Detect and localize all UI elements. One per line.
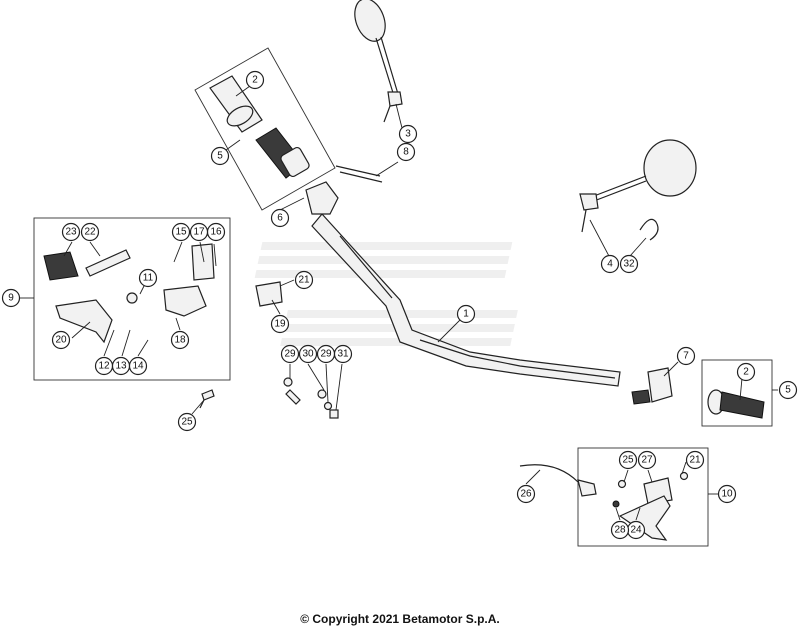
throttle-housing — [305, 181, 339, 215]
callout-28: 28 — [610, 520, 630, 540]
svg-text:15: 15 — [175, 227, 187, 238]
svg-text:9: 9 — [8, 293, 14, 304]
callout-13: 13 — [111, 356, 131, 376]
svg-text:24: 24 — [630, 525, 642, 536]
svg-text:26: 26 — [520, 489, 532, 500]
callout-30: 30 — [298, 344, 318, 364]
copyright-footer: © Copyright 2021 Betamotor S.p.A. — [300, 612, 500, 626]
svg-text:10: 10 — [721, 489, 733, 500]
callout-6: 6 — [270, 208, 290, 228]
callout-8: 8 — [396, 142, 416, 162]
svg-text:11: 11 — [143, 273, 154, 284]
cable-clip — [639, 218, 659, 241]
callout-25-left: 25 — [177, 412, 197, 432]
svg-text:16: 16 — [210, 227, 222, 238]
callout-9: 9 — [1, 288, 21, 308]
svg-text:7: 7 — [683, 351, 689, 362]
svg-text:18: 18 — [174, 335, 186, 346]
svg-text:2: 2 — [743, 367, 749, 378]
callout-14: 14 — [128, 356, 148, 376]
svg-text:21: 21 — [689, 455, 701, 466]
svg-text:2: 2 — [252, 75, 258, 86]
svg-text:30: 30 — [302, 349, 314, 360]
clutch-lever — [612, 471, 689, 541]
callout-20: 20 — [51, 330, 71, 350]
mirror-left — [354, 0, 403, 123]
clutch-cable — [519, 464, 597, 497]
left-switch-parts — [43, 243, 283, 344]
callout-11: 11 — [138, 268, 158, 288]
callout-24: 24 — [626, 520, 646, 540]
leader-lines — [20, 85, 778, 521]
screw — [199, 389, 215, 409]
svg-text:4: 4 — [607, 259, 613, 270]
throttle-grip-upper — [209, 75, 310, 179]
callout-22: 22 — [80, 222, 100, 242]
callout-27: 27 — [637, 450, 657, 470]
callout-21-left: 21 — [294, 270, 314, 290]
svg-text:12: 12 — [98, 361, 110, 372]
svg-text:1: 1 — [463, 309, 469, 320]
callout-5-upper: 5 — [210, 146, 230, 166]
callout-15: 15 — [171, 222, 191, 242]
callout-17: 17 — [189, 222, 209, 242]
callout-2-upper: 2 — [245, 70, 265, 90]
svg-text:23: 23 — [65, 227, 77, 238]
svg-text:19: 19 — [274, 319, 286, 330]
callout-31: 31 — [333, 344, 353, 364]
svg-text:6: 6 — [277, 213, 283, 224]
svg-text:13: 13 — [115, 361, 127, 372]
callout-12: 12 — [94, 356, 114, 376]
callout-7: 7 — [676, 346, 696, 366]
svg-text:3: 3 — [405, 129, 411, 140]
callout-4: 4 — [600, 254, 620, 274]
callout-23: 23 — [61, 222, 81, 242]
callout-25-right: 25 — [618, 450, 638, 470]
throttle-cable — [335, 165, 383, 183]
svg-text:8: 8 — [403, 147, 409, 158]
right-grip — [707, 389, 765, 419]
callout-21-right: 21 — [685, 450, 705, 470]
svg-text:28: 28 — [614, 525, 626, 536]
mirror-right — [579, 139, 697, 233]
svg-text:22: 22 — [84, 227, 96, 238]
svg-text:32: 32 — [623, 259, 635, 270]
callout-18: 18 — [170, 330, 190, 350]
callout-26: 26 — [516, 484, 536, 504]
svg-text:31: 31 — [337, 349, 349, 360]
svg-text:29: 29 — [284, 349, 296, 360]
svg-text:20: 20 — [55, 335, 67, 346]
svg-text:25: 25 — [181, 417, 193, 428]
callout-19: 19 — [270, 314, 290, 334]
svg-text:27: 27 — [641, 455, 653, 466]
right-switch — [631, 367, 673, 405]
svg-text:25: 25 — [622, 455, 634, 466]
callout-29-second: 29 — [316, 344, 336, 364]
callout-1: 1 — [456, 304, 476, 324]
fasteners-center — [283, 377, 339, 419]
svg-text:5: 5 — [785, 385, 791, 396]
svg-text:29: 29 — [320, 349, 332, 360]
group-box-9 — [33, 217, 231, 381]
group-box-5-upper — [194, 47, 336, 211]
svg-text:17: 17 — [193, 227, 205, 238]
callout-10: 10 — [717, 484, 737, 504]
callout-16: 16 — [206, 222, 226, 242]
callout-5-right: 5 — [778, 380, 798, 400]
group-box-5-right — [701, 359, 773, 427]
handlebar — [311, 213, 621, 387]
group-box-10 — [577, 447, 709, 547]
svg-text:5: 5 — [217, 151, 223, 162]
callout-29-first: 29 — [280, 344, 300, 364]
svg-text:14: 14 — [132, 361, 144, 372]
callout-32: 32 — [619, 254, 639, 274]
callout-3: 3 — [398, 124, 418, 144]
callout-2-right: 2 — [736, 362, 756, 382]
svg-text:21: 21 — [298, 275, 310, 286]
